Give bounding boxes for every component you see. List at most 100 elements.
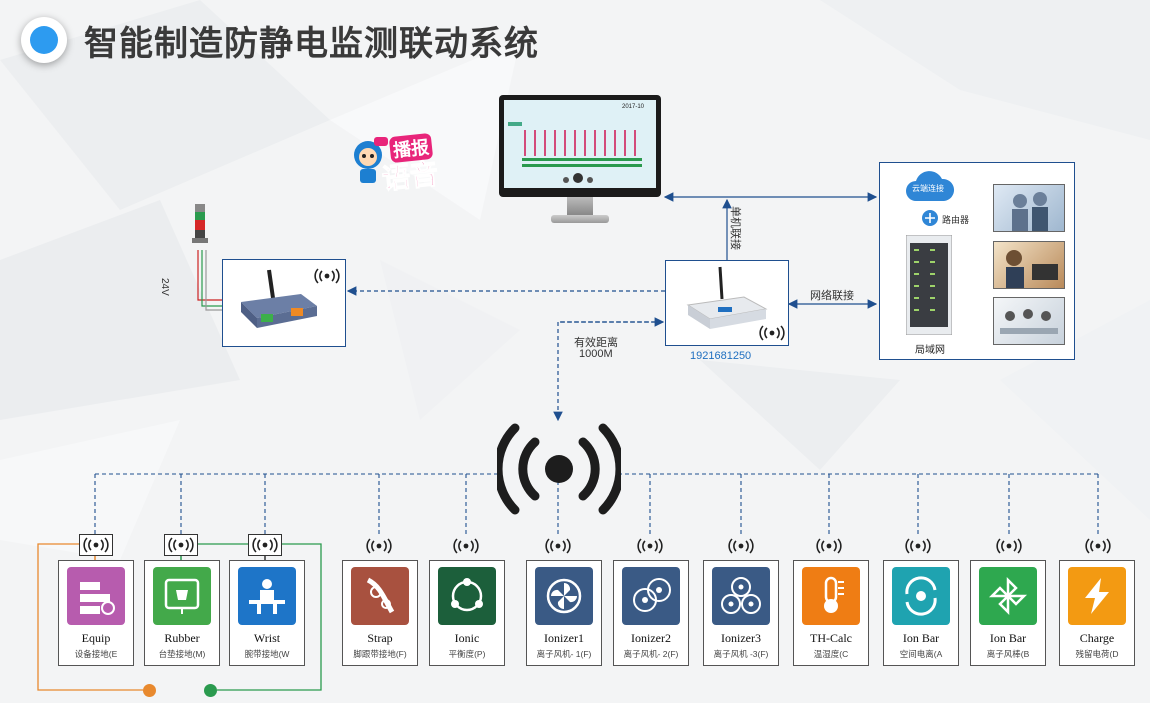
cloud-connection-label: 云端连接 xyxy=(912,184,944,193)
device-tile xyxy=(802,567,860,625)
device-subtitle: 空间电离(A xyxy=(899,649,943,659)
monitor-screen: 2017-10 xyxy=(504,100,656,188)
wireless-signal-icon xyxy=(545,538,571,554)
title-bullet xyxy=(21,17,67,63)
device-name: Ion Bar xyxy=(902,631,940,645)
signal-box-equip xyxy=(79,534,113,556)
ionic-balance-icon xyxy=(451,578,483,612)
heel-strap-icon xyxy=(366,577,395,614)
wireless-signal-icon xyxy=(637,538,663,554)
monitor-display: 2017-10 xyxy=(499,95,661,227)
device-subtitle: 离子风机- 2(F) xyxy=(623,649,679,659)
thermo-humidity-icon xyxy=(824,576,844,613)
device-name: Wrist xyxy=(253,631,281,645)
device-name: Equip xyxy=(81,631,111,645)
wireless-signal-icon xyxy=(168,537,194,553)
wrist-strap-icon xyxy=(249,579,285,614)
device-tile xyxy=(438,567,496,625)
device-name: Ionizer2 xyxy=(631,631,671,645)
lan-label: 局域网 xyxy=(915,345,945,356)
router-icon xyxy=(922,210,938,226)
device-subtitle: 脚跟带接地(F) xyxy=(353,649,407,659)
cloud-icon xyxy=(906,171,955,201)
device-subtitle: 离子风机 -3(F) xyxy=(713,649,769,659)
device-card[interactable]: Wrist 腕带接地(W xyxy=(229,560,305,666)
fan-double-icon xyxy=(633,578,671,612)
device-tile xyxy=(153,567,211,625)
wireless-signal-icon xyxy=(905,538,931,554)
wireless-signal-icon xyxy=(816,538,842,554)
gateway-panel xyxy=(665,260,789,346)
photo-meeting xyxy=(993,297,1065,345)
alarm-controller-panel xyxy=(222,259,346,347)
wireless-signal-icon xyxy=(83,537,109,553)
device-tile xyxy=(622,567,680,625)
signal-box-wrist xyxy=(248,534,282,556)
device-tile xyxy=(238,567,296,625)
device-tile xyxy=(351,567,409,625)
person-laptop-icon xyxy=(1006,250,1058,288)
photo-office-phone xyxy=(993,241,1065,289)
voice-badge-line2: 语音 xyxy=(380,158,440,196)
device-subtitle: 残留电荷(D xyxy=(1075,649,1119,659)
device-name: Rubber xyxy=(164,631,200,645)
signal-box-rubber xyxy=(164,534,198,556)
photo-handshake xyxy=(993,184,1065,232)
device-name: Ion Bar xyxy=(989,631,1027,645)
equip-icon xyxy=(80,582,115,615)
ground-plug-orange-icon xyxy=(143,684,156,697)
wireless-signal-icon xyxy=(996,538,1022,554)
fan-single-icon xyxy=(546,578,582,614)
voltage-label: 24V xyxy=(159,278,170,296)
wireless-signal-icon xyxy=(252,537,278,553)
device-subtitle: 设备接地(E xyxy=(74,649,118,659)
gateway-ip-label: 1921681250 xyxy=(690,350,752,362)
people-icon xyxy=(1012,192,1048,231)
effective-distance-label: 有效距离 xyxy=(574,337,618,349)
monitor-dashboard-grid xyxy=(508,122,642,183)
device-card[interactable]: Ion Bar 空间电离(A xyxy=(883,560,959,666)
device-tile xyxy=(979,567,1037,625)
wireless-signal-icon xyxy=(1085,538,1111,554)
single-machine-link-label: 单机联接 xyxy=(729,206,741,250)
device-card[interactable]: Strap 脚跟带接地(F) xyxy=(342,560,418,666)
wireless-signal-icon xyxy=(728,538,754,554)
tower-light-icon xyxy=(192,204,208,243)
ion-bar-fan-icon xyxy=(988,576,1028,616)
wireless-hub-icon xyxy=(497,423,621,515)
device-subtitle: 离子风机- 1(F) xyxy=(536,649,592,659)
router-label: 路由器 xyxy=(942,215,970,225)
wireless-signal-icon xyxy=(366,538,392,554)
meeting-people-icon xyxy=(1000,309,1058,334)
device-tile xyxy=(1068,567,1126,625)
gateway-router-device xyxy=(686,266,768,329)
device-card[interactable]: Equip 设备接地(E xyxy=(58,560,134,666)
device-card[interactable]: TH-Calc 温湿度(C xyxy=(793,560,869,666)
rubber-mat-icon xyxy=(164,578,200,614)
voice-broadcast-badge: 播报 语音 xyxy=(350,132,450,195)
device-subtitle: 腕带接地(W xyxy=(244,649,290,659)
charge-bolt-icon xyxy=(1085,578,1109,614)
device-card[interactable]: Ionizer1 离子风机- 1(F) xyxy=(526,560,602,666)
device-name: Ionizer1 xyxy=(544,631,584,645)
device-name: TH-Calc xyxy=(810,631,852,645)
ground-plug-green-icon xyxy=(204,684,217,697)
server-rack-icon xyxy=(906,235,952,335)
ion-bar-cycle-icon xyxy=(905,576,937,616)
device-tile xyxy=(67,567,125,625)
device-subtitle: 温湿度(C xyxy=(813,649,849,659)
mascot-icon xyxy=(354,137,388,183)
device-name: Strap xyxy=(367,631,393,645)
device-name: Ionizer3 xyxy=(721,631,761,645)
fan-triple-icon xyxy=(721,577,761,614)
device-name: Ionic xyxy=(454,631,480,645)
network-link-label: 网络联接 xyxy=(810,290,854,302)
device-card[interactable]: Ionizer3 离子风机 -3(F) xyxy=(703,560,779,666)
device-tile xyxy=(535,567,593,625)
wireless-signal-icon xyxy=(314,268,340,284)
device-card[interactable]: Ionizer2 离子风机- 2(F) xyxy=(613,560,689,666)
